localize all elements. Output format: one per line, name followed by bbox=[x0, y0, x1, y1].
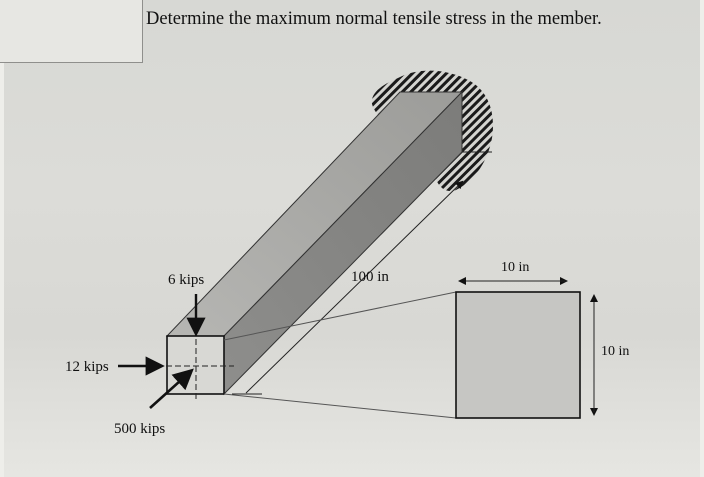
axial-load-label: 500 kips bbox=[114, 421, 166, 437]
member-length-label: 100 in bbox=[351, 269, 389, 285]
projection-line-bottom bbox=[223, 393, 457, 419]
section-height-label: 10 in bbox=[601, 344, 630, 359]
problem-statement: Determine the maximum normal tensile str… bbox=[146, 9, 602, 29]
section-width-label: 10 in bbox=[501, 260, 530, 275]
horizontal-load-label: 12 kips bbox=[65, 359, 109, 375]
vertical-load-label: 6 kips bbox=[168, 272, 205, 288]
projection-line-top bbox=[223, 291, 457, 341]
axial-load-arrow bbox=[149, 368, 194, 409]
length-dimension-line bbox=[245, 180, 464, 394]
enlarged-cross-section bbox=[455, 291, 581, 419]
header-box bbox=[0, 0, 143, 63]
